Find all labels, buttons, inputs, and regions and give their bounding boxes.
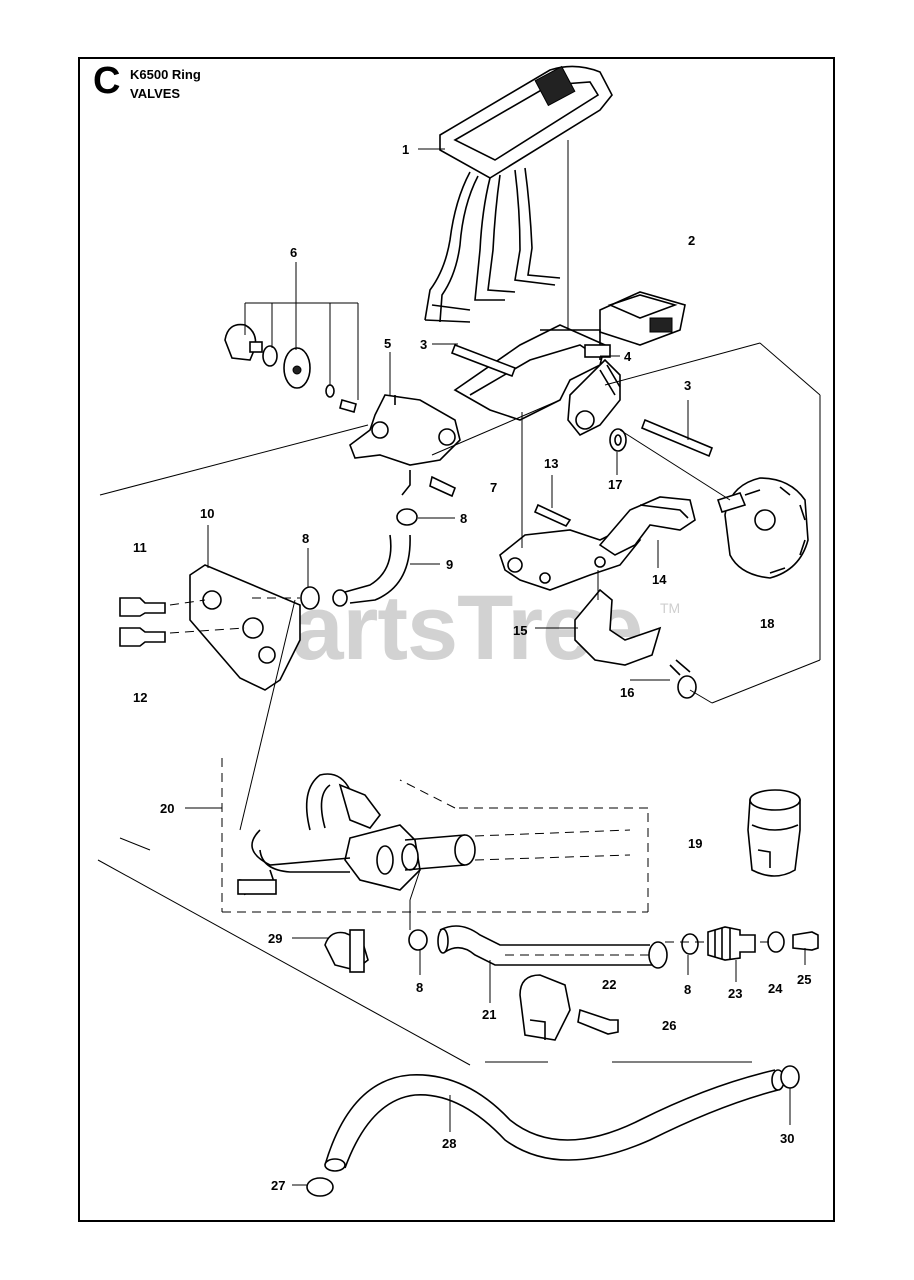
section-letter: C [93, 60, 121, 102]
part-5-knob-assembly[interactable] [224, 323, 357, 413]
callout-6: 5 [384, 336, 391, 351]
part-17-washer[interactable] [609, 428, 627, 452]
part-9-hose[interactable] [344, 534, 411, 604]
callout-19: 19 [688, 836, 702, 851]
part-27-clamp[interactable] [306, 1177, 334, 1197]
callout-3-left: 3 [420, 337, 427, 352]
part-8-clamp-lower-left[interactable] [408, 929, 428, 951]
callout-29: 29 [268, 931, 282, 946]
callout-30: 30 [780, 1131, 794, 1146]
callout-24: 24 [768, 981, 783, 996]
part-22-clamp[interactable] [519, 974, 571, 1041]
part-6-valve[interactable] [349, 394, 461, 498]
callout-23: 23 [728, 986, 742, 1001]
part-19-fitting[interactable] [747, 789, 801, 877]
callout-20: 20 [160, 801, 174, 816]
callout-2: 2 [688, 233, 695, 248]
callout-17: 17 [608, 477, 622, 492]
part-1-valve-handle[interactable] [424, 65, 613, 323]
callout-10: 10 [200, 506, 214, 521]
part-15-trigger[interactable] [574, 588, 662, 666]
part-20-hose-assembly[interactable] [237, 773, 476, 896]
part-2-switch[interactable] [599, 291, 686, 346]
callout-15: 15 [513, 623, 527, 638]
leader-lines [185, 140, 806, 1186]
callout-25: 25 [797, 972, 811, 987]
callout-labels: 1 2 6 3 4 5 3 17 13 7 8 10 11 8 9 14 18 … [133, 142, 811, 1193]
part-25-screw[interactable] [792, 931, 819, 951]
callout-1: 1 [402, 142, 409, 157]
callout-11: 11 [133, 540, 147, 555]
part-26-bolt[interactable] [577, 1008, 619, 1035]
callout-28: 28 [442, 1136, 456, 1151]
model-title: K6500 Ring [130, 67, 201, 82]
reference-lines [97, 342, 821, 1066]
part-13-pin[interactable] [533, 503, 572, 528]
callout-27: 27 [271, 1178, 285, 1193]
part-23-coupling[interactable] [707, 926, 756, 961]
callout-8-lower-right: 8 [684, 982, 691, 997]
part-3-pin-left[interactable] [450, 343, 517, 378]
part-8-clamp-upper[interactable] [396, 508, 418, 526]
callout-18: 18 [760, 616, 774, 631]
callout-16: 16 [620, 685, 634, 700]
callout-21: 21 [482, 1007, 496, 1022]
callout-5: 6 [290, 245, 297, 260]
callout-14: 14 [652, 572, 667, 587]
part-8-clamp-middle[interactable] [300, 586, 348, 610]
part-12-nipple[interactable] [119, 627, 166, 647]
callout-26: 26 [662, 1018, 676, 1033]
callout-22: 22 [602, 977, 616, 992]
part-4-valve-body[interactable] [453, 324, 611, 421]
callout-7: 7 [490, 480, 497, 495]
part-8-clamp-lower-right[interactable] [681, 933, 699, 955]
diagram-frame [78, 57, 835, 1222]
callout-8-upper: 8 [460, 511, 467, 526]
callout-8-lower-left: 8 [416, 980, 423, 995]
callout-8-middle: 8 [302, 531, 309, 546]
part-14-lever[interactable] [598, 496, 696, 556]
part-24-washer[interactable] [767, 931, 785, 953]
part-21-hose[interactable] [437, 925, 668, 969]
part-4-bracket[interactable] [567, 358, 621, 437]
watermark-trademark: TM [660, 600, 681, 616]
callout-12: 12 [133, 690, 147, 705]
part-28-long-hose[interactable] [324, 1069, 785, 1172]
callout-4: 4 [624, 349, 632, 364]
callout-3-right: 3 [684, 378, 691, 393]
callout-13: 13 [544, 456, 558, 471]
part-29-clamp[interactable] [324, 929, 369, 973]
section-title: VALVES [130, 86, 181, 101]
part-16-spring[interactable] [669, 659, 697, 699]
part-11-nipple[interactable] [119, 597, 166, 617]
part-3-pin-right[interactable] [640, 418, 714, 458]
part-10-plate[interactable] [189, 564, 301, 691]
callout-9: 9 [446, 557, 453, 572]
part-18-guard[interactable] [716, 477, 809, 579]
part-30-clamp[interactable] [780, 1065, 800, 1089]
